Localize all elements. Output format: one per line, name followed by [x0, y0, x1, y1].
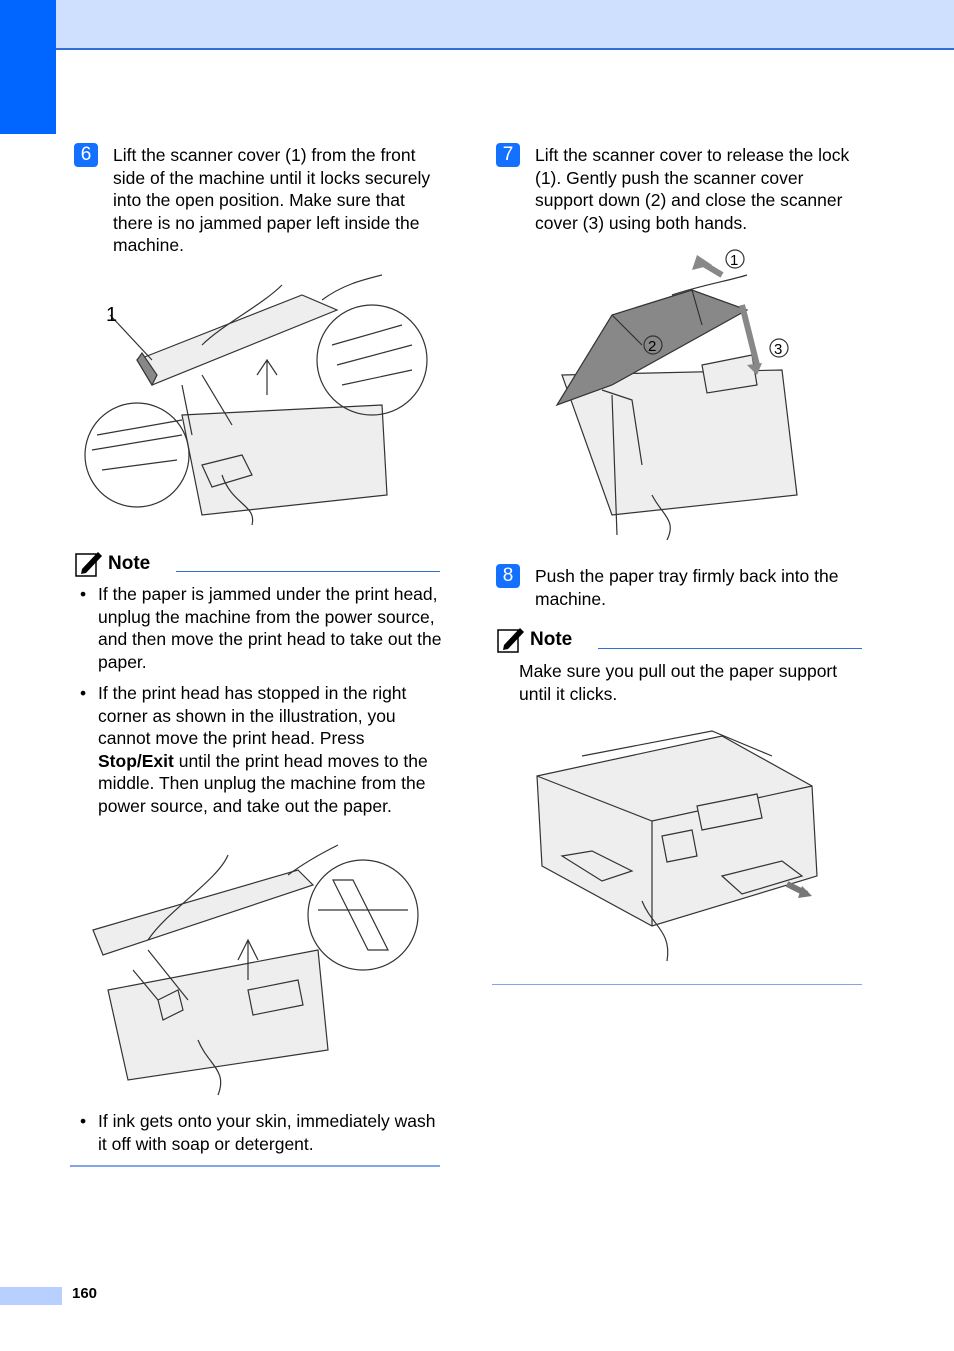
note-pencil-icon [75, 552, 102, 577]
note-1-bullet-3-text: If ink gets onto your skin, immediately … [98, 1111, 436, 1154]
step-6-text: Lift the scanner cover (1) from the fron… [113, 145, 431, 255]
stop-exit-key: Stop/Exit [98, 750, 174, 771]
note-1-bullet-3: •If ink gets onto your skin, immediately… [80, 1111, 436, 1154]
note-2-text: Make sure you pull out the paper support… [519, 661, 838, 704]
note-1-title: Note [108, 553, 151, 574]
illustration-print-head-corner [92, 844, 419, 1096]
note-1-bullet-2: •If the print head has stopped in the ri… [80, 683, 428, 816]
note-1-bullet-1: •If the paper is jammed under the print … [80, 584, 442, 672]
illustration-scanner-cover-lift: 1 [84, 274, 428, 526]
note-1-bullet-2-post: until the print head moves to the middle… [98, 750, 428, 816]
section-end-rule [492, 984, 862, 985]
step-8-text: Push the paper tray firmly back into the… [535, 566, 839, 609]
callout-2: 2 [648, 338, 656, 355]
note-2-header: Note [496, 625, 572, 655]
step-6-number: 6 [74, 143, 98, 167]
chapter-tab [0, 0, 56, 134]
note-pencil-icon [497, 628, 524, 653]
note-1-bullet-2-pre: If the print head has stopped in the rig… [98, 683, 407, 748]
callout-1: 1 [106, 304, 117, 326]
step-7-text: Lift the scanner cover to release the lo… [535, 145, 850, 233]
note-1-header: Note [74, 549, 150, 579]
illustration-paper-support [536, 730, 818, 962]
note-2-rule [598, 648, 862, 649]
header-band [0, 0, 954, 50]
note-1-end-rule [70, 1165, 440, 1167]
note-1-bullet-1-text: If the paper is jammed under the print h… [98, 584, 442, 672]
footer-tab [0, 1287, 62, 1305]
note-2-title: Note [530, 629, 573, 650]
callout-3: 3 [774, 341, 782, 358]
callout-1: 1 [730, 252, 738, 269]
page-number: 160 [72, 1285, 98, 1302]
step-7-number: 7 [496, 143, 520, 167]
step-8-number: 8 [496, 564, 520, 588]
note-1-rule [176, 571, 440, 572]
illustration-close-scanner-cover: 1 2 3 [555, 249, 798, 541]
